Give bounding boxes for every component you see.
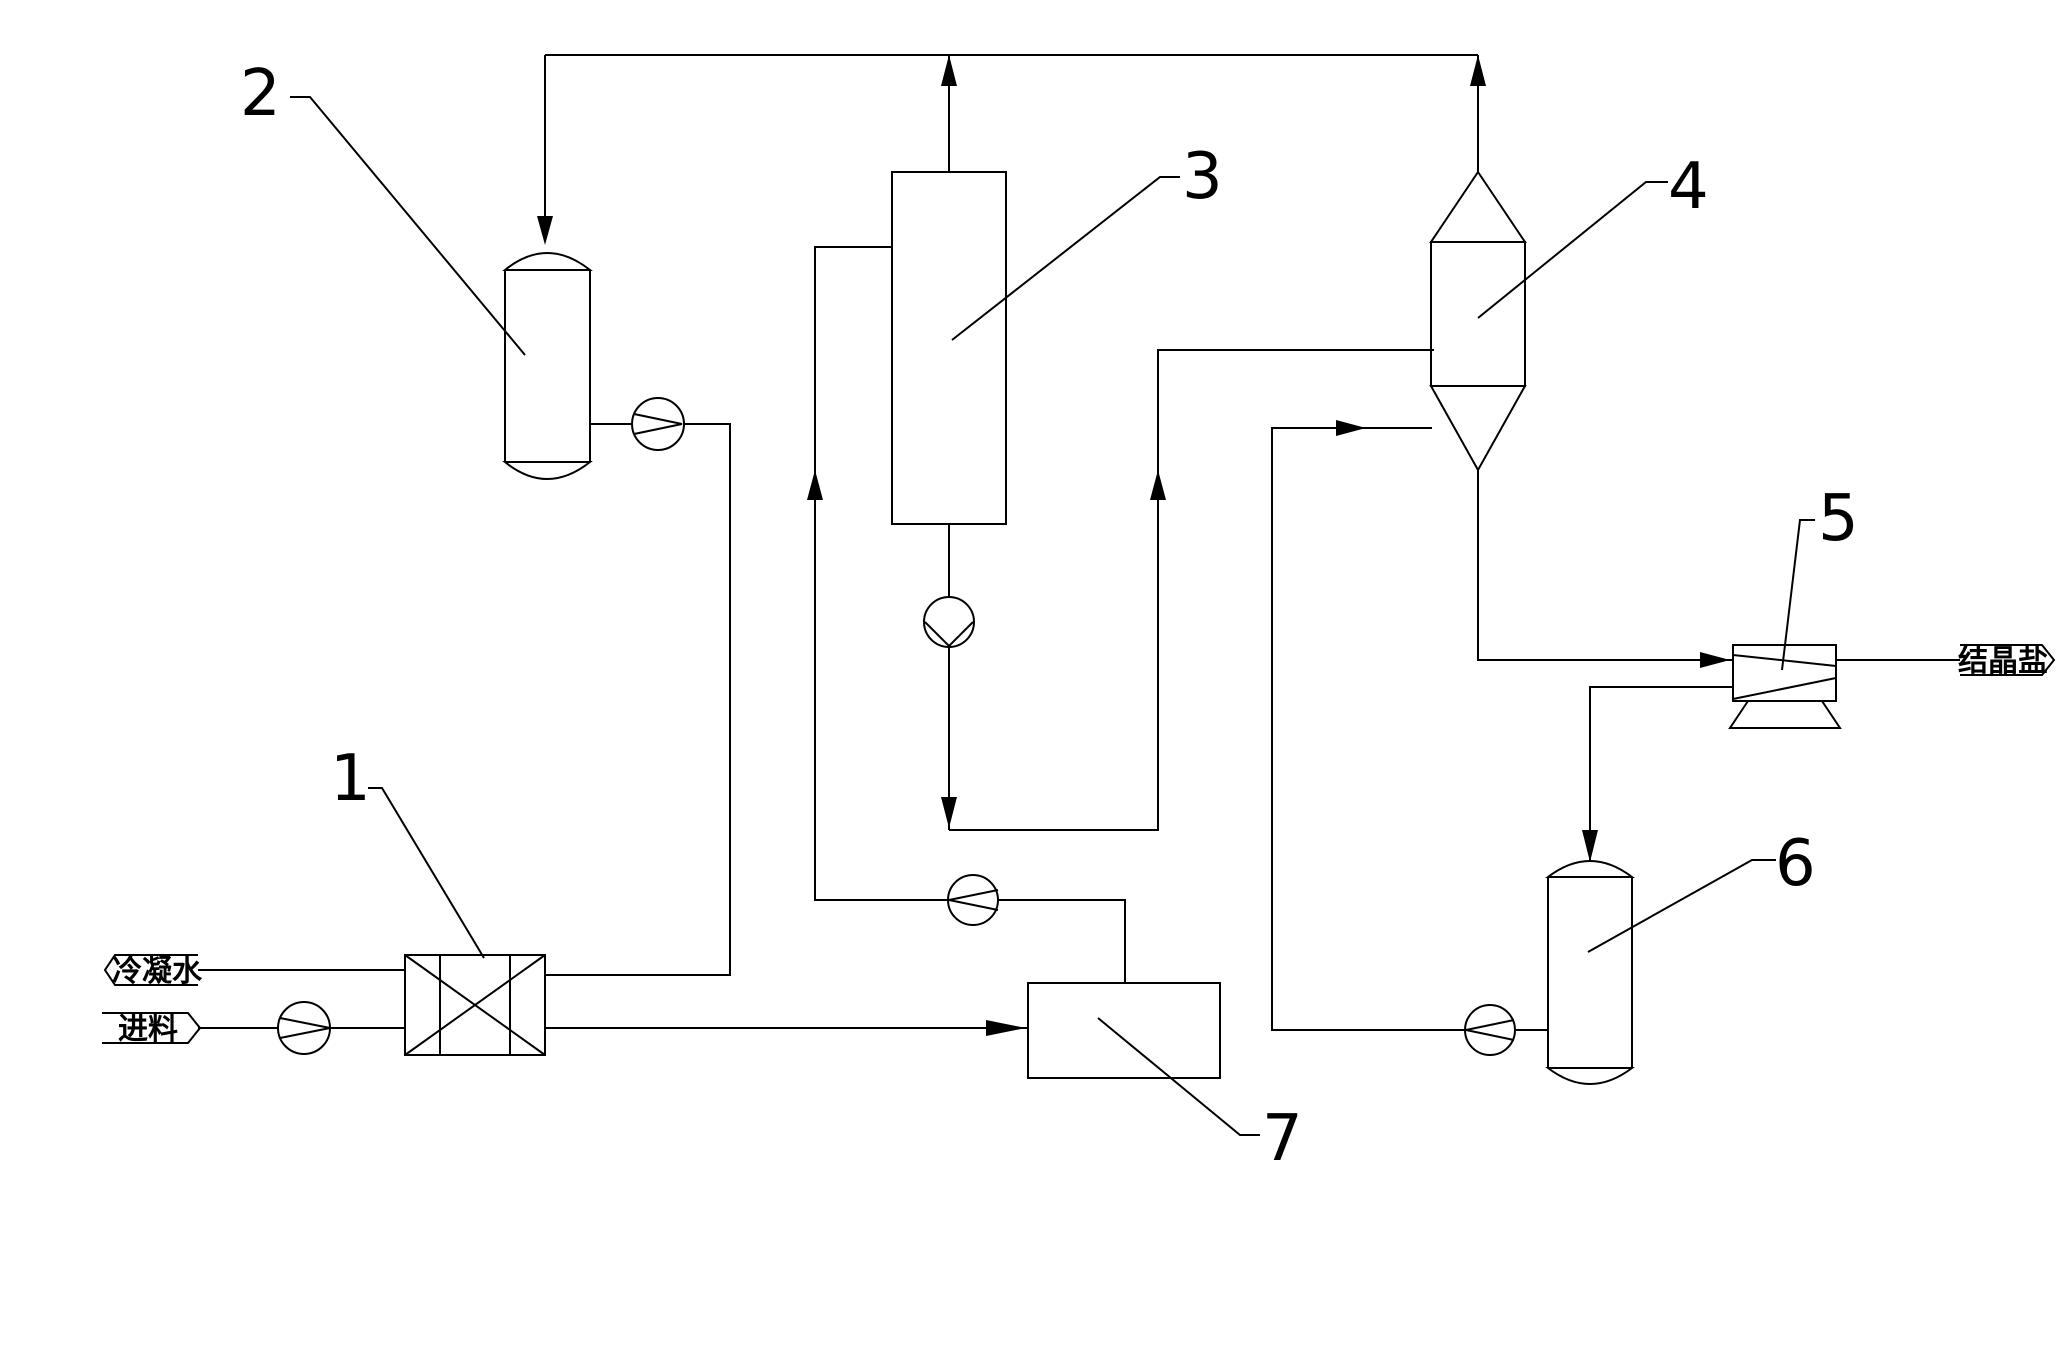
- pipe-pump-to-exchanger-1: [546, 423, 731, 976]
- pipe-loop-to-crystallizer-4: [949, 349, 1434, 831]
- flow-arrows: [537, 55, 1730, 1036]
- leader-7: [1097, 1017, 1260, 1136]
- pump-feed: [277, 1001, 331, 1055]
- tag-box-condensate-water: [103, 954, 198, 986]
- pump-tank-7: [947, 874, 999, 926]
- leader-5: [1781, 519, 1815, 671]
- label-5: 5: [1818, 482, 1859, 556]
- arrow-right-into-tank-7: [986, 1020, 1026, 1036]
- label-6: 6: [1775, 827, 1816, 901]
- leader-4: [1477, 181, 1668, 319]
- tag-crystal-salt: 结晶盐: [1958, 644, 2048, 679]
- label-2: 2: [240, 57, 281, 131]
- pipe-tank-6-recycle-to-crystallizer: [1271, 427, 1464, 1031]
- arrow-up-to-crystallizer-4: [1150, 470, 1166, 500]
- pump-column-3-bottom: [923, 596, 975, 648]
- storage-tank-6: [1545, 860, 1635, 1085]
- heat-exchanger-1: [404, 954, 546, 1056]
- stream-tags: 冷凝水 进料 结晶盐: [112, 644, 2048, 1047]
- leader-6: [1587, 859, 1776, 953]
- tag-box-feed: [102, 1012, 202, 1044]
- leader-3: [951, 176, 1180, 341]
- arrow-up-feed-to-column-3: [807, 470, 823, 500]
- pipe-tank-7-pump-to-column: [814, 246, 948, 901]
- evaporation-column-3: [891, 171, 1007, 525]
- tag-condensate-water: 冷凝水: [112, 954, 203, 989]
- label-1: 1: [330, 742, 371, 816]
- pipe-tank-7-up: [998, 899, 1126, 983]
- component-labels: 1 2 3 4 5 6 7: [240, 57, 1859, 1176]
- storage-tank-2: [502, 252, 593, 480]
- arrow-up-column-3-overhead: [941, 55, 957, 86]
- label-7: 7: [1262, 1102, 1303, 1176]
- label-4: 4: [1668, 150, 1709, 224]
- arrow-down-into-tank-2: [537, 216, 553, 245]
- tag-feed: 进料: [118, 1012, 178, 1047]
- centrifuge-5: [1728, 644, 1842, 729]
- leader-1: [368, 787, 485, 959]
- pipe-centrifuge-to-tank-6: [1589, 686, 1733, 860]
- arrow-right-recycle-to-crystallizer-4: [1336, 420, 1366, 436]
- pump-tank-6: [1464, 1004, 1516, 1056]
- label-3: 3: [1182, 140, 1223, 214]
- leader-lines: [290, 96, 1815, 1136]
- tag-box-crystal-salt: [1960, 644, 2056, 676]
- pump-tank-2: [631, 397, 685, 451]
- crystallizer-4: [1429, 170, 1527, 473]
- pipe-crystallizer-4-bottom-to-centrifuge: [1477, 470, 1733, 661]
- arrow-down-column-3-bottom: [941, 797, 957, 828]
- arrow-right-into-centrifuge-5: [1700, 652, 1730, 668]
- leader-2: [290, 96, 526, 356]
- arrow-down-into-tank-6: [1582, 830, 1598, 862]
- tank-7: [1027, 982, 1221, 1079]
- arrow-up-crystallizer-4-overhead: [1470, 55, 1486, 86]
